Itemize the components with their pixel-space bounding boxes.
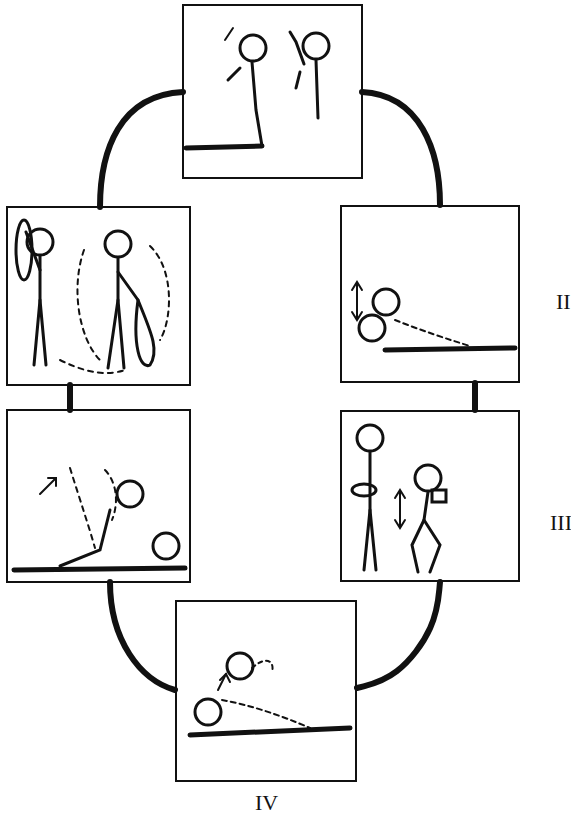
- frames: [7, 5, 362, 582]
- exercise-box: IV: [175, 600, 357, 782]
- loop-line: [472, 383, 478, 410]
- loop-line: [67, 385, 73, 410]
- loop-line: [357, 582, 440, 688]
- station-number: IV: [253, 792, 280, 814]
- station-number: II: [554, 291, 571, 313]
- loop-line: [362, 92, 440, 205]
- station-number: III: [548, 512, 571, 534]
- exercise-box: II: [340, 205, 520, 383]
- exercise-box: [183, 5, 362, 178]
- exercise-box: III: [340, 410, 520, 582]
- exercise-box: [7, 410, 190, 582]
- loop-line: [110, 582, 175, 690]
- exercise-box: [7, 207, 190, 385]
- loop-line: [100, 92, 183, 207]
